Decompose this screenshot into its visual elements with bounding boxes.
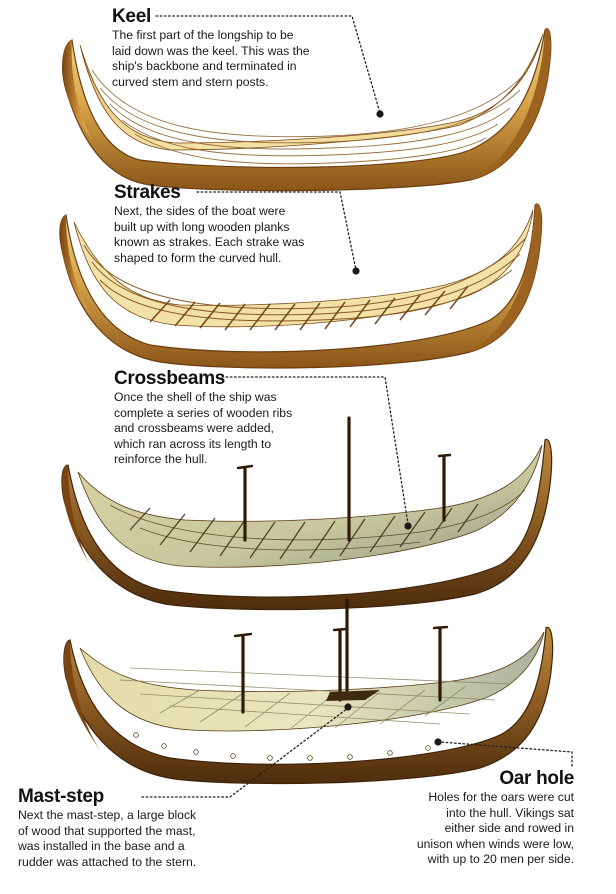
strakes-line-3: known as strakes. Each strake was — [114, 235, 305, 250]
oar-hole-leader-line — [434, 738, 573, 767]
crossbeams-line-3: and crossbeams were added, — [114, 421, 274, 436]
strakes-line-2: built up with long wooden planks — [114, 219, 290, 234]
strakes-hull-illustration — [59, 203, 543, 369]
oar-hole-description: Holes for the oars were cut into the hul… — [380, 790, 574, 868]
keel-hull-illustration — [62, 28, 552, 192]
oar-hole-callout: Oar hole Holes for the oars were cut int… — [380, 768, 574, 868]
crossbeams-line-2: complete a series of wooden ribs — [114, 405, 293, 420]
strakes-title: Strakes — [114, 182, 181, 203]
crossbeams-callout: Crossbeams Once the shell of the ship wa… — [114, 368, 344, 468]
mast-step-title: Mast-step — [18, 786, 104, 807]
keel-line-1: The first part of the longship to be — [112, 28, 294, 42]
mast-step-callout: Mast-step Next the mast-step, a large bl… — [18, 786, 258, 870]
strakes-description: Next, the sides of the boat were built u… — [114, 204, 346, 266]
strakes-callout: Strakes Next, the sides of the boat were… — [114, 182, 346, 266]
crossbeams-hull-illustration — [61, 416, 553, 611]
mast-step-line-4: rudder was attached to the stern. — [18, 854, 197, 869]
oar-hole-line-5: with up to 20 men per side. — [427, 852, 574, 867]
mast-step-line-2: of wood that supported the mast, — [18, 823, 196, 838]
keel-leader-line — [155, 15, 384, 118]
keel-line-2: laid down was the keel. This was the — [112, 43, 310, 58]
oar-hole-line-4: unison when winds were low, — [416, 836, 574, 851]
mast-step-hull-illustration — [63, 598, 554, 785]
strakes-line-4: shaped to form the curved hull. — [114, 250, 282, 265]
strakes-leader-line — [196, 191, 360, 275]
keel-title: Keel — [112, 6, 151, 27]
mast-step-leader-line — [141, 703, 352, 798]
keel-callout: Keel The first part of the longship to b… — [112, 6, 352, 90]
crossbeams-leader-line — [221, 376, 412, 530]
crossbeams-line-1: Once the shell of the ship was — [114, 390, 277, 404]
crossbeams-description: Once the shell of the ship was complete … — [114, 390, 344, 468]
crossbeams-title: Crossbeams — [114, 368, 226, 389]
keel-description: The first part of the longship to be lai… — [112, 28, 352, 90]
oar-hole-line-2: into the hull. Vikings sat — [446, 805, 574, 820]
oar-hole-line-1: Holes for the oars were cut — [428, 790, 574, 804]
oar-hole-title: Oar hole — [499, 768, 574, 789]
keel-line-4: curved stem and stern posts. — [112, 74, 269, 89]
mast-step-line-3: was installed in the base and a — [18, 839, 185, 854]
crossbeams-line-5: reinforce the hull. — [114, 452, 208, 467]
keel-line-3: ship's backbone and terminated in — [112, 59, 297, 74]
strakes-line-1: Next, the sides of the boat were — [114, 204, 286, 218]
oar-hole-line-3: either side and rowed in — [444, 821, 574, 836]
crossbeams-line-4: which ran across its length to — [114, 436, 272, 451]
mast-step-description: Next the mast-step, a large block of woo… — [18, 808, 258, 870]
mast-step-line-1: Next the mast-step, a large block — [18, 808, 197, 822]
